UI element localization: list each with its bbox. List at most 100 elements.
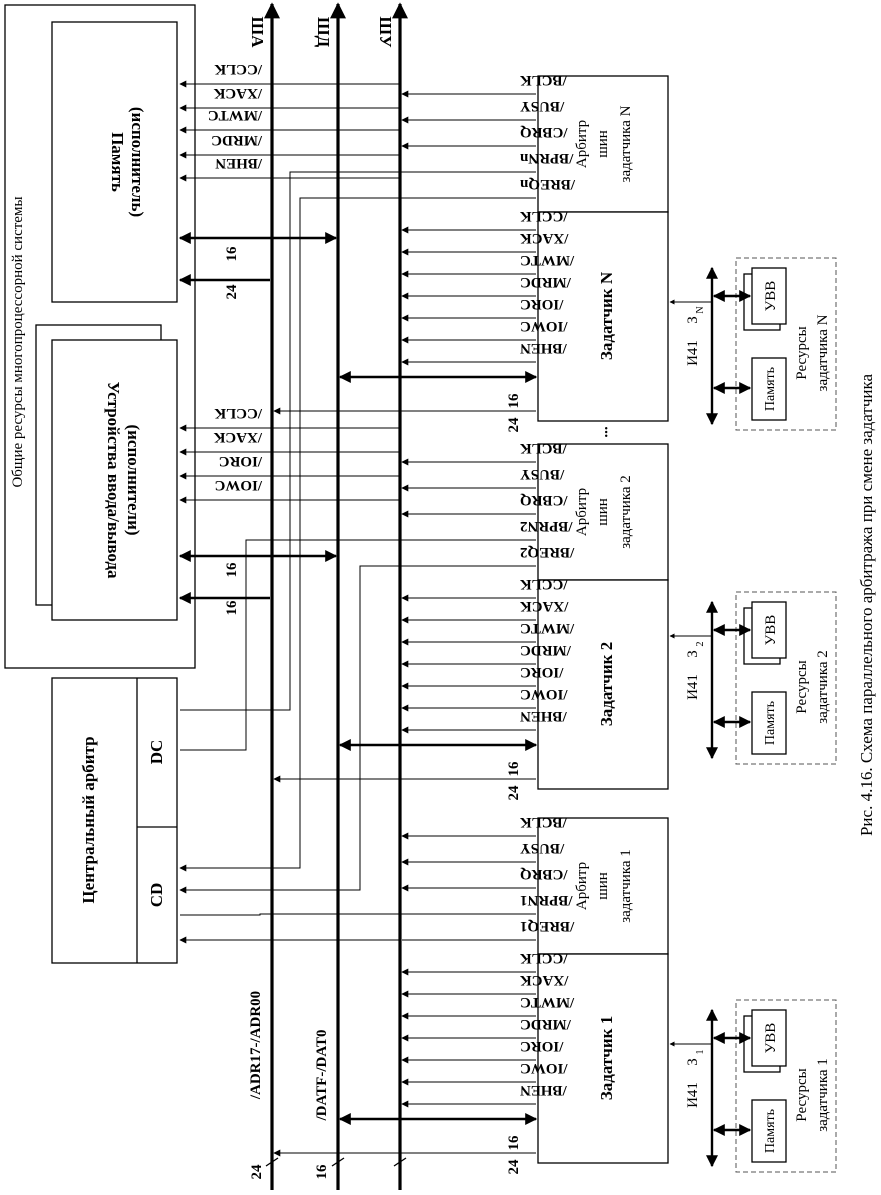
uvv-label: УВВ	[763, 615, 779, 646]
local-bus-id: З	[685, 1058, 701, 1066]
bus-arbiter-title: Арбитр	[574, 120, 590, 168]
master-signal-label: /MWTC	[520, 994, 575, 1010]
arbiter-signal-label: /BREQn	[519, 176, 576, 192]
arbiter-signal-label: /BUSY	[520, 840, 565, 856]
bus-arbiter-owner: задатчика N	[618, 105, 634, 182]
central-arbiter-dc: DC	[147, 740, 166, 765]
master-block	[537, 953, 669, 1164]
local-bus-id: З	[685, 650, 701, 658]
master-resources-frame	[735, 591, 837, 765]
local-bus-subscript: 2	[695, 642, 706, 647]
bus-arbiter-title: Арбитр	[574, 488, 590, 536]
local-bus-id: З	[685, 316, 701, 324]
bus-arbiter-owner: задатчика 1	[618, 849, 634, 923]
io-signal-label: /IORC	[219, 453, 263, 469]
master-signal-label: /XACK	[520, 230, 570, 246]
io-signals: /CCLK/XACK/IORC/IOWC	[178, 405, 400, 604]
memory-title: Память	[108, 132, 127, 192]
memory-width-24: 24	[224, 284, 240, 300]
central-arbiter-title: Центральный арбитр	[79, 736, 98, 903]
master-resources-frame	[735, 257, 837, 431]
bus-width-24: 24	[249, 1164, 265, 1180]
bus-label-adr: /ADR17-/ADR00	[248, 991, 264, 1100]
arbiter-signal-label: /CBRQ	[520, 866, 569, 882]
memory-signals: /CCLK/XACK/MWTC/MRDC/BHEN	[178, 61, 400, 286]
io-signal-label: /XACK	[213, 429, 263, 445]
resources-title: Ресурсы	[794, 660, 810, 713]
bus-arbiter-block	[537, 75, 669, 213]
master-signal-label: /IOWC	[520, 686, 569, 702]
master-width-24: 24	[506, 785, 522, 801]
local-memory-block	[751, 691, 787, 755]
memory-signal-label: /BHEN	[215, 155, 263, 171]
arbiter-signal-label: /BCLK	[520, 72, 568, 88]
master-title: Задатчик 2	[597, 642, 616, 726]
master-signal-label: /CCLK	[520, 950, 569, 966]
io-block	[51, 339, 178, 621]
master-signal-label: /CCLK	[520, 208, 569, 224]
arbiter-signal-label: /BREQ2	[520, 544, 575, 560]
master-signal-label: /BHEN	[520, 340, 568, 356]
bus-arbiter-block	[537, 817, 669, 955]
master-resources-frame	[735, 999, 837, 1173]
resources-title: Ресурсы	[794, 326, 810, 379]
memory-signal-label: /XACK	[213, 85, 263, 101]
memory-signal-label: /MRDC	[211, 132, 263, 148]
local-bus-label: И41	[685, 340, 701, 366]
io-signal-label: /CCLK	[214, 405, 263, 421]
master-width-16: 16	[506, 761, 522, 777]
local-bus-subscript: N	[695, 306, 706, 313]
local-bus-label: И41	[685, 1082, 701, 1108]
arbiter-signal-label: /BPRN1	[520, 892, 574, 908]
master-block	[537, 211, 669, 422]
master-signal-label: /MRDC	[520, 642, 572, 658]
master-signal-label: /MRDC	[520, 1016, 572, 1032]
shared-resources-label: Общие ресурсы многопроцессорной системы	[10, 196, 26, 487]
arbiter-signal-label: /BUSY	[520, 466, 565, 482]
arbiter-signal-label: /CBRQ	[520, 124, 569, 140]
memory-signal-label: /MWTC	[208, 107, 263, 123]
master-signal-label: /XACK	[520, 972, 570, 988]
master-width-24: 24	[506, 1159, 522, 1175]
central-arbiter-wires	[179, 171, 536, 944]
resources-owner: задатчика 1	[815, 1058, 831, 1132]
central-arbiter-wire	[180, 197, 536, 869]
resources-title: Ресурсы	[794, 1068, 810, 1121]
master-signal-label: /MWTC	[520, 252, 575, 268]
master-signal-label: /XACK	[520, 598, 570, 614]
central-arbiter-wire	[180, 565, 536, 891]
uvv-label: УВВ	[763, 1023, 779, 1054]
arbiter-signal-label: /BUSY	[520, 98, 565, 114]
master-title: Задатчик 1	[597, 1016, 616, 1100]
uvv-block	[751, 601, 787, 659]
io-title: Устройства ввода/вывода	[104, 381, 123, 579]
uvv-label: УВВ	[763, 281, 779, 312]
bus-arbiter-owner: задатчика 2	[618, 475, 634, 549]
resources-owner: задатчика 2	[815, 650, 831, 724]
local-memory-block	[751, 357, 787, 421]
master-block	[537, 579, 669, 790]
bus-arbiter-subtitle: шин	[595, 498, 611, 526]
memory-width-16: 16	[224, 246, 240, 262]
central-arbiter-wire	[180, 539, 536, 751]
local-bus-label: И41	[685, 674, 701, 700]
bus-arbiter-block	[537, 443, 669, 581]
bus-width-16: 16	[314, 1164, 330, 1180]
local-memory-label: Память	[763, 701, 778, 745]
master-title: Задатчик N	[597, 271, 616, 360]
master-signal-label: /IORC	[520, 1038, 564, 1054]
central-arbiter-cd: CD	[147, 883, 166, 908]
uvv-block	[751, 1009, 787, 1067]
bus-arbiter-subtitle: шин	[595, 130, 611, 158]
arbiter-signal-label: /BPRN2	[520, 518, 574, 534]
bus-label-shu: ШУ	[376, 16, 395, 48]
io-width-16a: 16	[224, 562, 240, 578]
master-signal-label: /BHEN	[520, 1082, 568, 1098]
master-width-24: 24	[506, 417, 522, 433]
master-width-16: 16	[506, 1135, 522, 1151]
master-signal-label: /IORC	[520, 296, 564, 312]
figure-caption: Рис. 4.16. Схема параллельного арбитража…	[857, 374, 876, 837]
